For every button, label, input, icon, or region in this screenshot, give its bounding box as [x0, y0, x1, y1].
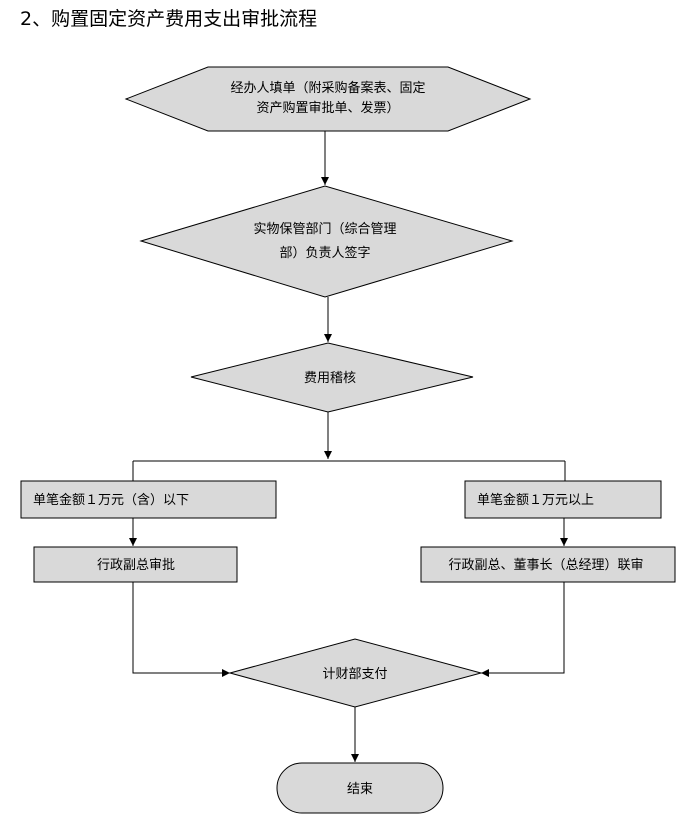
finance-pay-node: 计财部支付 — [228, 638, 483, 708]
edge-vice-to-pay — [132, 582, 230, 677]
fill-form-label-line2: 资产购置审批单、发票） — [256, 100, 399, 116]
custodian-sign-node: 实物保管部门（综合管理 部）负责人签字 — [139, 185, 514, 298]
single-below-label: 单笔金额１万元（含）以下 — [33, 492, 189, 508]
joint-approve-label: 行政副总、董事长（总经理）联审 — [448, 558, 643, 573]
finance-pay-label: 计财部支付 — [322, 667, 387, 682]
vice-approve-node: 行政副总审批 — [33, 546, 238, 583]
expense-review-node: 费用稽核 — [190, 342, 474, 413]
page-title: 2、购置固定资产费用支出审批流程 — [20, 8, 318, 30]
fill-form-hexagon — [124, 66, 532, 132]
end-terminator — [276, 762, 444, 814]
expense-review-label: 费用稽核 — [304, 371, 356, 386]
vice-approve-label: 行政副总审批 — [97, 558, 175, 573]
joint-approve-node: 行政副总、董事长（总经理）联审 — [420, 546, 676, 583]
fill-form-label-line1: 经办人填单（附采购备案表、固定 — [230, 80, 425, 96]
single-below-box — [20, 480, 277, 519]
custodian-sign-label-line2: 部）负责人签字 — [279, 245, 370, 261]
fill-form-node: 经办人填单（附采购备案表、固定 资产购置审批单、发票） — [124, 66, 532, 132]
single-above-label: 单笔金额１万元以上 — [477, 492, 594, 508]
custodian-sign-diamond — [139, 185, 514, 298]
vice-approve-box — [33, 546, 238, 583]
joint-approve-box — [420, 546, 676, 583]
custodian-sign-label-line1: 实物保管部门（综合管理 — [253, 222, 396, 237]
edge-joint-to-pay — [481, 582, 565, 677]
end-label: 结束 — [347, 782, 373, 797]
finance-pay-diamond — [228, 638, 483, 708]
single-above-box — [464, 480, 662, 519]
single-above-node: 单笔金额１万元以上 — [464, 480, 662, 519]
single-below-node: 单笔金额１万元（含）以下 — [20, 480, 277, 519]
expense-review-diamond — [190, 342, 474, 413]
end-node: 结束 — [276, 762, 444, 814]
